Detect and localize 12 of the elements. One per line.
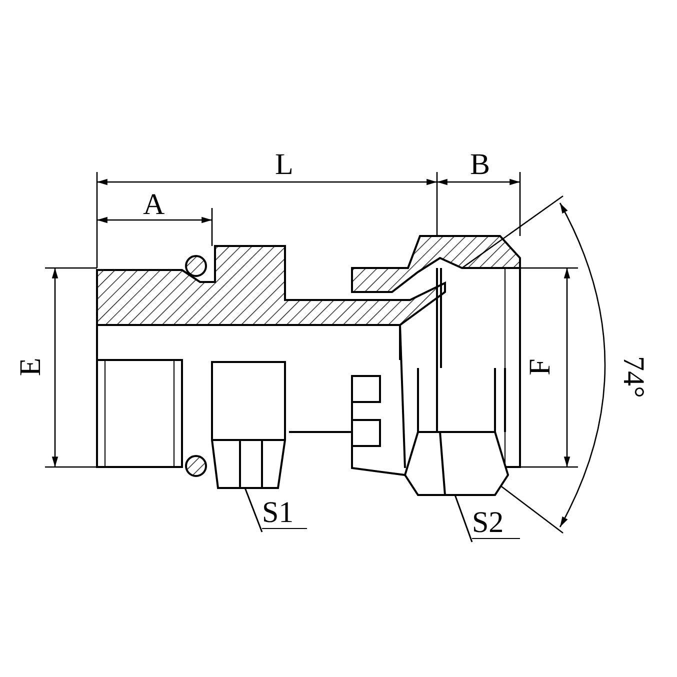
callout-label: S2 bbox=[472, 508, 520, 539]
leader-line bbox=[454, 494, 473, 542]
dimension-label: L bbox=[275, 150, 294, 180]
hex-nut bbox=[404, 368, 510, 496]
dimension-label: A bbox=[143, 190, 165, 220]
dimension-label: E bbox=[16, 358, 46, 376]
dimension-label: 74° bbox=[618, 356, 648, 398]
dimension-label: F bbox=[525, 358, 556, 376]
callout-label: S1 bbox=[262, 498, 307, 529]
leader-line bbox=[244, 488, 263, 532]
dimension-label: B bbox=[470, 150, 490, 180]
hex-nut bbox=[211, 361, 286, 489]
